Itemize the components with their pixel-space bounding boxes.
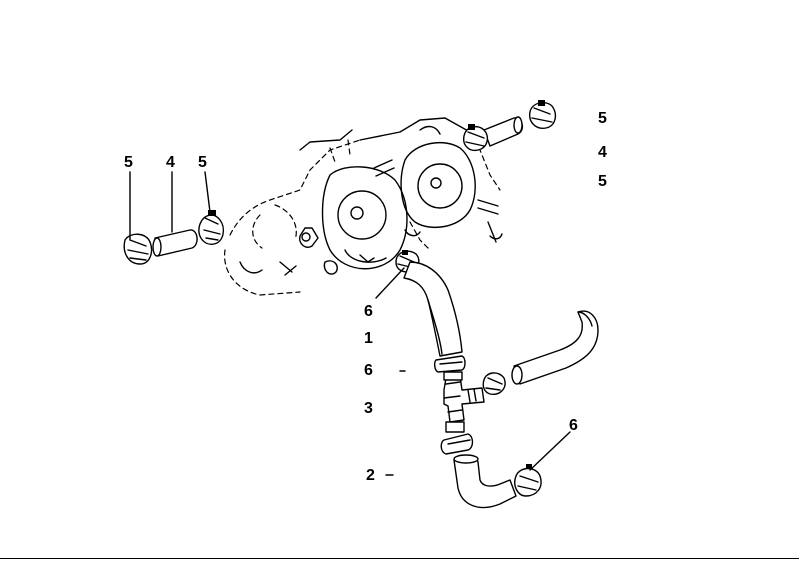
callout-right-hose-4: 4 (598, 144, 607, 161)
hose-2 (453, 456, 517, 509)
side-hose (513, 310, 599, 385)
callout-left-clamp-5a: 5 (124, 154, 133, 171)
right-hose-assembly (463, 100, 557, 152)
clamp-6-mid (433, 355, 466, 373)
callout-right-clamp-5b: 5 (598, 173, 607, 190)
hose-1 (403, 261, 463, 357)
engine-block-drawing (223, 117, 503, 296)
callout-left-hose-4: 4 (166, 154, 175, 171)
callout-hose-1: 1 (364, 330, 373, 347)
bottom-rule (0, 558, 799, 559)
left-clamp-5b (198, 214, 225, 245)
callout-right-clamp-5a: 5 (598, 110, 607, 127)
left-hose-4 (154, 229, 198, 257)
left-clamp-5a (123, 233, 153, 265)
callout-tee-piece-3: 3 (364, 400, 373, 417)
leader-lines (129, 171, 571, 476)
callout-clamp-6-upper: 6 (364, 303, 373, 320)
callout-clamp-6-lower: 6 (569, 417, 578, 434)
clamp-6-lower-tee (440, 433, 474, 455)
callout-hose-2: 2 (366, 467, 375, 484)
callout-left-clamp-5b: 5 (198, 154, 207, 171)
right-clamp-5b (529, 101, 557, 129)
callout-clamp-6-mid: 6 (364, 362, 373, 379)
left-hose-assembly (123, 210, 225, 265)
coolant-hose-line (395, 250, 599, 509)
